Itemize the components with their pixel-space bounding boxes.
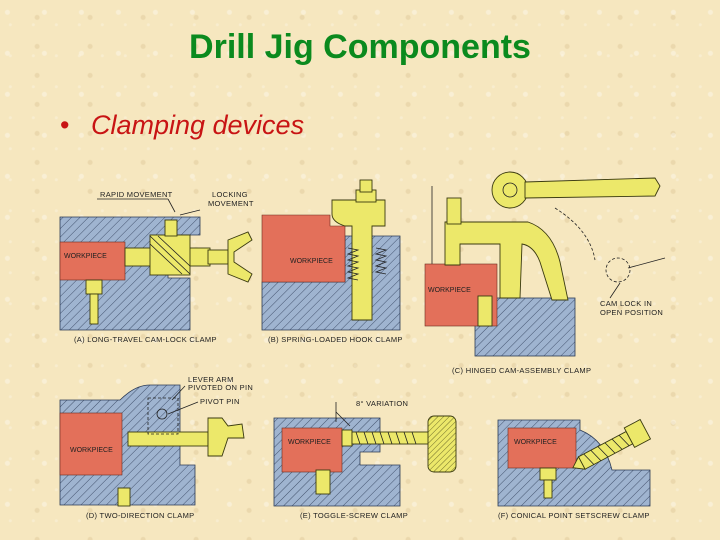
workpiece-label: WORKPIECE [514,439,557,446]
figure-c-hinged-cam-clamp: WORKPIECE CAM LOCK IN OPEN POSITION (C) … [424,171,666,375]
clamp-screw [446,197,462,225]
figure-e-toggle-screw-clamp: WORKPIECE 8° VARIATION (E) TOGGLE-SCREW … [273,399,457,520]
knurled-knob [427,415,457,473]
locking-movement-label: LOCKING [212,190,248,199]
workpiece [59,412,123,476]
rest-pin [543,479,553,499]
figure-f-setscrew-clamp: WORKPIECE (F) CONICAL POINT SETSCREW CLA… [497,418,652,520]
locking-movement-label-2: MOVEMENT [208,199,254,208]
cam-lock-label-2: OPEN POSITION [600,308,663,317]
figure-c-caption: (C) HINGED CAM-ASSEMBLY CLAMP [452,366,591,375]
pivot-pin-label: PIVOT PIN [200,397,240,406]
workpiece-label: WORKPIECE [428,287,471,294]
clamp-stud [359,179,373,193]
rest-pin [315,469,331,495]
rest-pin [477,295,493,327]
rest-pin [89,293,99,325]
workpiece-label: WORKPIECE [290,258,333,265]
cam-handle [227,231,253,283]
figure-d-two-direction-clamp: WORKPIECE LEVER ARM PIVOTED ON PIN PIVOT… [59,375,253,520]
variation-label: 8° VARIATION [356,399,408,408]
lever-arm [147,397,179,435]
spring [346,247,360,281]
lever-arm-label: LEVER ARM [188,375,234,384]
hook-clamp [331,199,386,321]
rest-pin [117,487,131,507]
workpiece [261,214,346,283]
lever-arm-label-2: PIVOTED ON PIN [188,383,253,392]
rest-button [539,467,557,481]
cam-handle [524,177,661,199]
bullet-text: Clamping devices [90,110,305,140]
workpiece [59,241,126,281]
cam-open-position [605,257,631,283]
figure-b-hook-clamp: WORKPIECE (B) SPRING-LOADED HOOK CLAMP [261,179,403,344]
workpiece [507,427,577,469]
rest-button [85,279,103,295]
slide-title: Drill Jig Components [189,28,531,66]
setscrew-head [623,418,652,448]
rapid-movement-label: RAPID MOVEMENT [100,190,173,199]
workpiece-label: WORKPIECE [70,447,113,454]
workpiece [281,427,343,473]
figure-a-caption: (A) LONG-TRAVEL CAM-LOCK CLAMP [74,335,217,344]
cam [491,171,529,209]
workpiece-label: WORKPIECE [64,253,107,260]
handle-hub [207,249,229,265]
cam-lock-label: CAM LOCK IN [600,299,652,308]
figure-f-caption: (F) CONICAL POINT SETSCREW CLAMP [498,511,650,520]
figure-b-caption: (B) SPRING-LOADED HOOK CLAMP [268,335,403,344]
toggle-pad [341,429,353,447]
figure-d-caption: (D) TWO-DIRECTION CLAMP [86,511,194,520]
hinged-arm [444,221,569,301]
bullet-dot: • [60,110,70,140]
cam-pin [164,219,178,237]
clamp-handle [207,417,245,457]
figure-e-caption: (E) TOGGLE-SCREW CLAMP [300,511,408,520]
figure-a-cam-lock-clamp: WORKPIECE RAPID MOVEMENT LOCKING MOVEMEN… [59,190,254,344]
workpiece-label: WORKPIECE [288,439,331,446]
bullet-item: • Clamping devices [60,110,304,141]
